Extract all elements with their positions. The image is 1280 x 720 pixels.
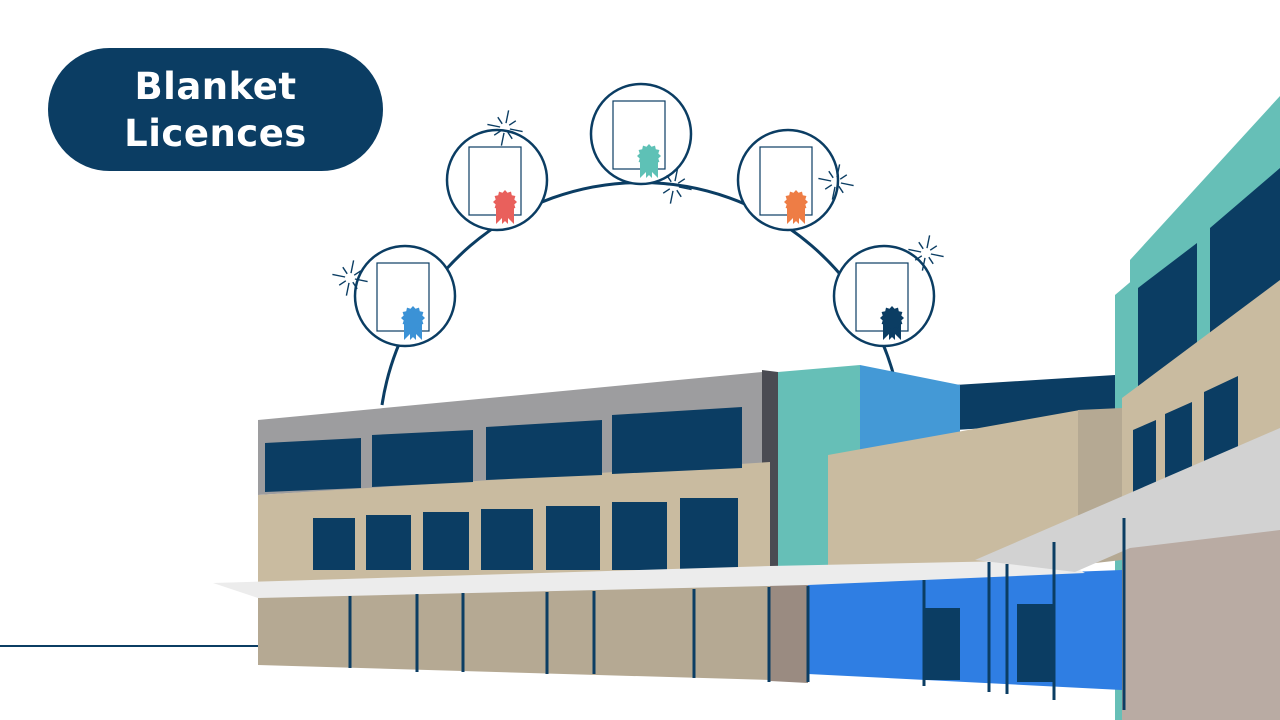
- sparkle-icon: [487, 110, 523, 146]
- navy-ribbon-icon: [880, 306, 904, 340]
- title-line-1: Blanket: [134, 64, 297, 108]
- right-canopy: [975, 428, 1280, 572]
- licence-badge: [332, 244, 457, 348]
- sparkle-icon: [332, 260, 368, 296]
- sparkle-icon: [818, 164, 854, 200]
- title-line-2: Licences: [124, 111, 307, 155]
- licence-badge: [832, 235, 944, 348]
- teal-ribbon-icon: [637, 144, 661, 178]
- licence-badge: [445, 110, 549, 232]
- sparkle-icon: [908, 235, 944, 271]
- ground-floor: [258, 520, 1280, 720]
- blue-ribbon-icon: [401, 306, 425, 340]
- orange-ribbon-icon: [784, 190, 808, 224]
- left-building: [258, 370, 778, 585]
- licence-badge: [736, 128, 854, 232]
- title-pill: Blanket Licences: [48, 48, 383, 171]
- red-ribbon-icon: [493, 190, 517, 224]
- licence-badge: [589, 82, 693, 204]
- sparkle-icon: [656, 168, 692, 204]
- canopy-posts: [348, 518, 1126, 710]
- left-canopy: [213, 560, 1085, 598]
